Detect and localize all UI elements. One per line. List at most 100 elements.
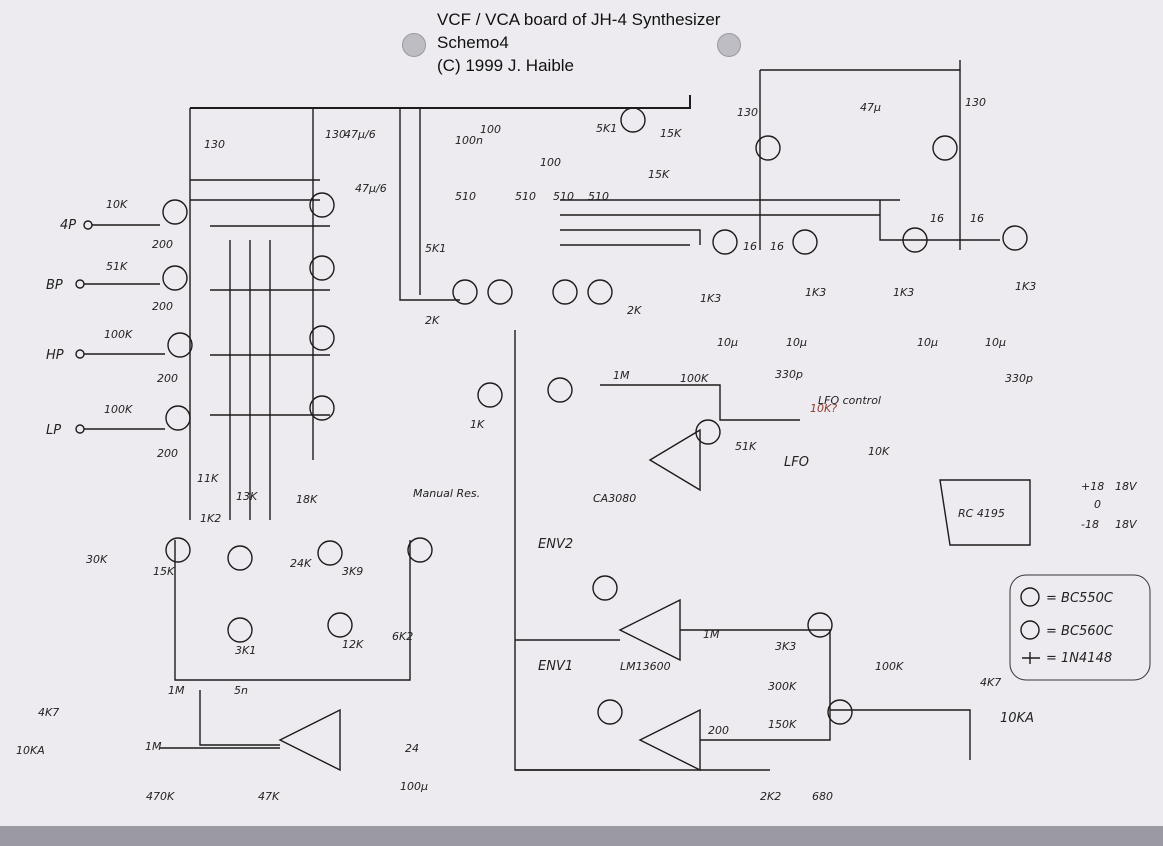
label-env1: ENV1: [538, 659, 573, 674]
label-r300k: 300K: [768, 680, 797, 693]
vca-feeds: [515, 639, 640, 771]
label-r11k: 11K: [197, 472, 219, 485]
input-bp: BP: [46, 278, 63, 293]
label-minus18: -18: [1081, 518, 1099, 531]
output-wire: [830, 709, 971, 760]
label-ca3080: CA3080: [593, 492, 636, 505]
label-r100k-b: 100K: [104, 403, 133, 416]
label-r16-a: 16: [743, 240, 757, 253]
label-r15k: 15K: [153, 565, 175, 578]
legend-bc560: = BC560C: [1046, 624, 1114, 639]
vca-out: [680, 629, 831, 741]
opamp-inputs: [160, 690, 280, 749]
label-r1m-a: 1M: [613, 369, 630, 382]
label-r1k3-b: 1K3: [805, 286, 826, 299]
label-p10k: 10K: [868, 445, 890, 458]
label-r18k: 18K: [296, 493, 318, 506]
punch-hole-left: [402, 33, 426, 57]
label-r5k1-a: 5K1: [596, 122, 617, 135]
label-r16-b: 16: [770, 240, 784, 253]
transistor-group: [162, 107, 1028, 725]
label-lfo: LFO: [784, 455, 809, 470]
opamp-lm13600-lower: [638, 708, 701, 772]
label-r4k7-b: 4K7: [980, 676, 1001, 689]
diff-bus: [560, 199, 900, 246]
label-r15k-c: 15K: [648, 168, 670, 181]
opamp-ca3080: [648, 428, 701, 492]
label-red-note: 10K?: [810, 402, 837, 415]
title-line-3: (C) 1999 J. Haible: [437, 56, 575, 75]
label-r130-a: 130: [204, 138, 225, 151]
input-lp: LP: [46, 423, 61, 438]
punch-hole-right: [717, 33, 741, 57]
label-r6k2: 6K2: [392, 630, 413, 643]
label-r510-c: 510: [553, 190, 574, 203]
label-r51k-lfo: 51K: [735, 440, 757, 453]
label-r51k: 51K: [106, 260, 128, 273]
label-p10ka-left: 10KA: [16, 744, 45, 757]
exp-converter: [174, 540, 411, 681]
label-r1k-vca: 1K: [470, 418, 485, 431]
right-link: [879, 200, 1000, 241]
label-r1k2: 1K2: [200, 512, 221, 525]
label-r510-a: 510: [455, 190, 476, 203]
label-v18b: 18V: [1115, 518, 1138, 531]
label-r1k3-a: 1K3: [700, 292, 721, 305]
label-v18a: 18V: [1115, 480, 1138, 493]
cross-bus: [190, 179, 320, 201]
label-r200-c: 200: [157, 372, 178, 385]
label-c47u-b: 47µ/6: [344, 128, 376, 141]
label-c10u-b: 10µ: [786, 336, 807, 349]
legend-diode: = 1N4148: [1046, 651, 1112, 666]
label-c47u-c: 47µ/6: [355, 182, 387, 195]
top-rail: [190, 95, 691, 109]
label-r2k-b: 2K: [627, 304, 642, 317]
schematic-drawing: 4P BP HP LP 10K 51K 100K 100K 200 200 20…: [16, 60, 1151, 803]
opamp-output: [278, 708, 341, 772]
label-r3k9: 3K9: [342, 565, 363, 578]
label-p10ka-right: 10KA: [1000, 711, 1034, 726]
right-verticals: [759, 70, 961, 250]
label-r2k2: 2K2: [760, 790, 781, 803]
label-c47u-a: 47µ: [860, 101, 881, 114]
label-r12k: 12K: [342, 638, 364, 651]
input-terminals: [75, 220, 165, 434]
pnp-legend-icon: [1020, 620, 1040, 640]
label-lm13600: LM13600: [620, 660, 671, 673]
label-r47k: 47K: [258, 790, 280, 803]
label-r16-c: 16: [930, 212, 944, 225]
input-hp: HP: [46, 348, 64, 363]
label-r1k3-d: 1K3: [1015, 280, 1036, 293]
label-r30k: 30K: [86, 553, 108, 566]
label-r100k-a: 100K: [104, 328, 133, 341]
label-c10u-c: 10µ: [917, 336, 938, 349]
label-r200-vca: 200: [708, 724, 729, 737]
label-r1m-b: 1M: [168, 684, 185, 697]
label-rc4195: RC 4195: [958, 507, 1005, 520]
label-c5n: 5n: [234, 684, 248, 697]
opamp-lm13600-upper: [618, 598, 681, 662]
label-plus18: +18: [1081, 480, 1104, 493]
label-c100n: 100n: [455, 134, 483, 147]
label-r15k-b: 15K: [660, 127, 682, 140]
label-r470k: 470K: [146, 790, 175, 803]
label-env2: ENV2: [538, 537, 573, 552]
label-r2k-a: 2K: [425, 314, 440, 327]
label-r680: 680: [812, 790, 833, 803]
legend-box: [1009, 574, 1151, 681]
label-r24: 24: [405, 742, 419, 755]
npn-legend-icon: [1020, 587, 1040, 607]
label-r100k-out: 100K: [875, 660, 904, 673]
label-r130-c: 130: [737, 106, 758, 119]
label-r130-d: 130: [965, 96, 986, 109]
label-c330p-a: 330p: [775, 368, 803, 381]
scanner-edge: [0, 826, 1163, 846]
label-r3k3: 3K3: [775, 640, 796, 653]
label-r150k: 150K: [768, 718, 797, 731]
label-r510-b: 510: [515, 190, 536, 203]
label-r4k7-a: 4K7: [38, 706, 59, 719]
vertical-stage-wires: [229, 240, 271, 520]
label-zero: 0: [1094, 498, 1101, 511]
title-line-1: VCF / VCA board of JH-4 Synthesizer: [437, 10, 721, 29]
